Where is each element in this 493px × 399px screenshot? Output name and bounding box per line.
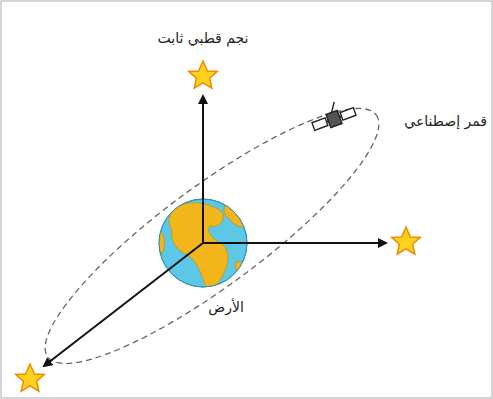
axis-arrow bbox=[202, 96, 204, 243]
orbit-ellipse bbox=[18, 75, 406, 398]
axis-arrow bbox=[203, 242, 386, 244]
satellite-label: قمر إصطناعي bbox=[404, 113, 487, 130]
star-icons bbox=[16, 61, 421, 391]
earth-label: الأرض bbox=[208, 299, 244, 316]
satellite-icon bbox=[308, 96, 357, 133]
axis-arrow bbox=[44, 243, 203, 366]
star-label: نجم قطبي ثابت bbox=[157, 30, 248, 47]
